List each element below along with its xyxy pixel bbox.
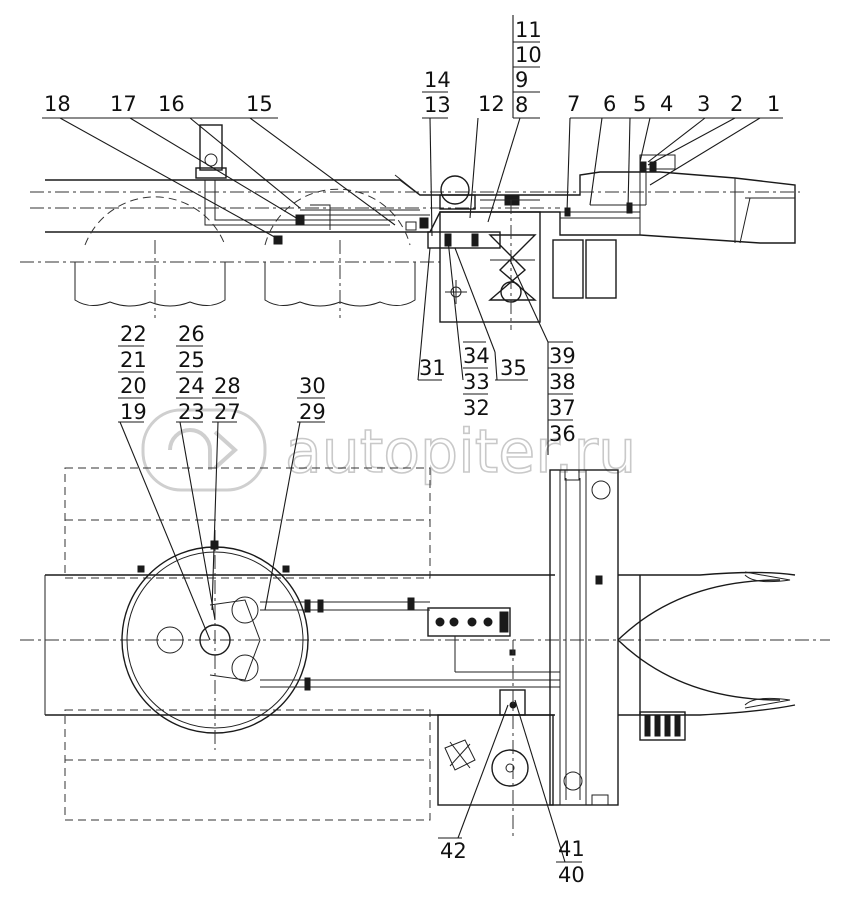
callout-25: 25 [178,348,205,372]
callout-5: 5 [633,92,646,116]
callout-1: 1 [767,92,780,116]
callout-18: 18 [44,92,71,116]
callout-40: 40 [558,863,585,887]
callout-37: 37 [549,396,576,420]
callout-26: 26 [178,322,205,346]
watermark: autopiter.ru [141,408,637,492]
callout-39: 39 [549,344,576,368]
callout-34: 34 [463,344,490,368]
callout-33: 33 [463,370,490,394]
callout-leaders [42,117,783,863]
callout-41: 41 [558,837,585,861]
callout-19: 19 [120,400,147,424]
callout-27: 27 [214,400,241,424]
callout-8: 8 [515,93,528,117]
callout-6: 6 [603,92,616,116]
callout-32: 32 [463,396,490,420]
callout-numbers: 1 2 3 4 5 6 7 8 9 10 11 12 13 14 15 16 1… [44,15,780,887]
callout-42: 42 [440,839,467,863]
callout-20: 20 [120,374,147,398]
callout-2: 2 [730,92,743,116]
callout-28: 28 [214,374,241,398]
callout-23: 23 [178,400,205,424]
callout-14: 14 [424,68,451,92]
callout-15: 15 [246,92,273,116]
callout-38: 38 [549,370,576,394]
callout-24: 24 [178,374,205,398]
callout-7: 7 [567,92,580,116]
callout-10: 10 [515,43,542,67]
callout-17: 17 [110,92,137,116]
callout-16: 16 [158,92,185,116]
callout-30: 30 [299,374,326,398]
callout-12: 12 [478,92,505,116]
plan-view [20,467,830,840]
callout-3: 3 [697,92,710,116]
callout-11: 11 [515,18,542,42]
callout-22: 22 [120,322,147,346]
callout-35: 35 [500,356,527,380]
callout-9: 9 [515,68,528,92]
callout-31: 31 [419,356,446,380]
callout-4: 4 [660,92,673,116]
side-elevation-view [20,124,800,330]
callout-29: 29 [299,400,326,424]
callout-36: 36 [549,422,576,446]
callout-21: 21 [120,348,147,372]
callout-13: 13 [424,93,451,117]
watermark-text: autopiter.ru [285,417,636,487]
